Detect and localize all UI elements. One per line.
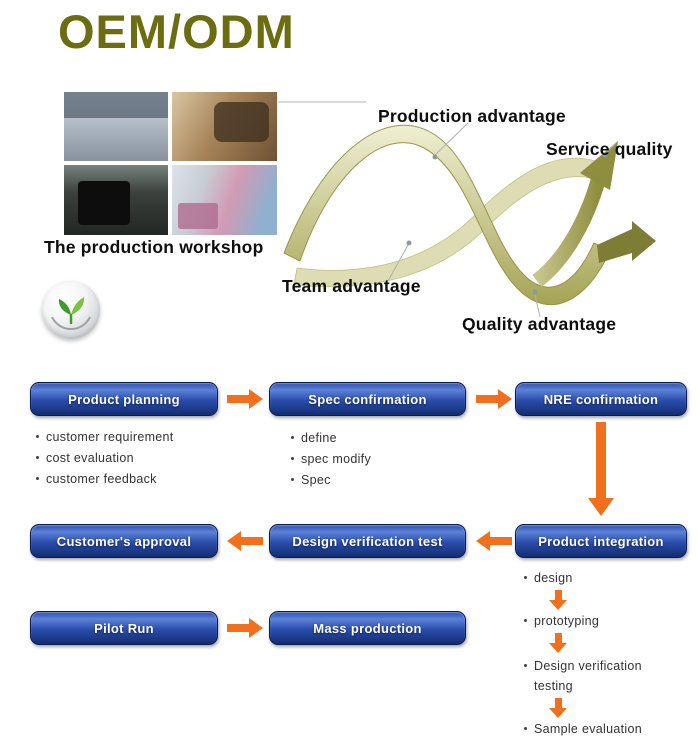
- node-customers-approval: Customer's approval: [30, 524, 218, 558]
- bullet-dot-icon: [291, 457, 294, 460]
- label-quality-advantage: Quality advantage: [462, 314, 617, 334]
- bullet-dot-icon: [36, 477, 39, 480]
- workshop-photo-grid: [64, 92, 277, 235]
- photo-shape: [178, 203, 218, 229]
- bullet-dot-icon: [524, 576, 527, 579]
- bullet-text: Design verification testing: [534, 659, 642, 693]
- node-spec-confirmation: Spec confirmation: [269, 382, 466, 416]
- ribbon-wave-icon: [283, 122, 656, 318]
- list-item: define: [291, 430, 337, 446]
- arrow-left-icon: [227, 531, 263, 551]
- photo-shape: [214, 102, 269, 142]
- arrow-right-icon: [227, 389, 263, 409]
- arrow-down-icon: [549, 698, 567, 718]
- node-product-integration: Product integration: [515, 524, 687, 558]
- node-mass-production: Mass production: [269, 611, 466, 645]
- bullet-text: customer feedback: [46, 472, 157, 486]
- bullet-text: prototyping: [534, 614, 600, 628]
- sprout-icon: [51, 297, 91, 330]
- list-item: customer requirement: [36, 429, 174, 445]
- bullet-dot-icon: [36, 456, 39, 459]
- list-item: design: [524, 570, 573, 586]
- node-nre-confirmation: NRE confirmation: [515, 382, 687, 416]
- photo-shape: [78, 181, 130, 225]
- list-item: Design verification testing: [524, 656, 684, 696]
- bullet-dot-icon: [524, 727, 527, 730]
- bullet-text: Spec: [301, 473, 331, 487]
- photo-shape: [64, 92, 168, 118]
- workshop-overview-photo: [64, 92, 168, 161]
- list-item: spec modify: [291, 451, 371, 467]
- bullet-text: cost evaluation: [46, 451, 134, 465]
- bullet-text: spec modify: [301, 452, 371, 466]
- arrow-down-icon: [549, 633, 567, 653]
- device-closeup-photo: [172, 92, 277, 161]
- arrow-down-icon: [549, 590, 567, 610]
- bullet-text: define: [301, 431, 337, 445]
- dark-equipment-photo: [64, 165, 168, 235]
- bullet-text: customer requirement: [46, 430, 174, 444]
- bullet-text: design: [534, 571, 573, 585]
- bullet-dot-icon: [524, 664, 527, 667]
- label-team-advantage: Team advantage: [282, 276, 421, 296]
- list-item: Sample evaluation: [524, 721, 642, 737]
- bullet-dot-icon: [36, 435, 39, 438]
- ribbon-wave-arrow-graphic: [272, 93, 690, 338]
- bullet-dot-icon: [524, 619, 527, 622]
- node-product-planning: Product planning: [30, 382, 218, 416]
- bullet-dot-icon: [291, 478, 294, 481]
- page-title: OEM/ODM: [58, 5, 295, 58]
- arrow-right-icon: [476, 389, 512, 409]
- arrow-down-icon: [588, 422, 614, 518]
- list-item: prototyping: [524, 613, 599, 629]
- arrow-right-icon: [227, 618, 263, 638]
- node-pilot-run: Pilot Run: [30, 611, 218, 645]
- bullet-text: Sample evaluation: [534, 722, 642, 736]
- decorative-line: [278, 101, 366, 103]
- label-service-quality: Service quality: [546, 139, 673, 159]
- lab-machines-photo: [172, 165, 277, 235]
- node-design-verification-test: Design verification test: [269, 524, 466, 558]
- label-production-advantage: Production advantage: [378, 106, 566, 126]
- sprout-sphere-icon: [42, 281, 100, 339]
- workshop-caption: The production workshop: [44, 237, 264, 257]
- list-item: Spec: [291, 472, 331, 488]
- list-item: customer feedback: [36, 471, 157, 487]
- bullet-dot-icon: [291, 436, 294, 439]
- arrow-left-icon: [476, 531, 512, 551]
- list-item: cost evaluation: [36, 450, 134, 466]
